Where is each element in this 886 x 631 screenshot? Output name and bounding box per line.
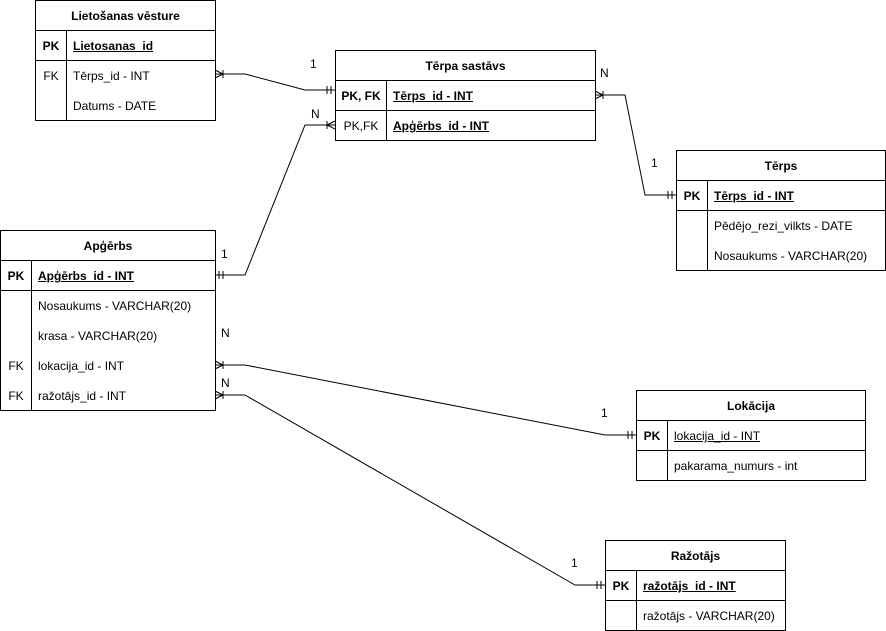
pk-row: PK Lietosanas_id [36, 31, 215, 61]
pk-row: PK,FK Apģērbs_id - INT [336, 111, 595, 141]
entity-terps[interactable]: Tērps PK Tērps_id - INT Pēdējo_rezi_vilk… [676, 150, 886, 271]
attribute: Tērps_id - INT [714, 189, 795, 203]
cardinality-label: 1 [310, 57, 317, 71]
attribute-row: FK ražotājs_id - INT [1, 381, 215, 411]
attribute: Apģērbs_id - INT [393, 119, 490, 133]
attribute: pakarama_numurs - int [674, 459, 798, 473]
rel-terpa-sastavs-terps [595, 94, 676, 196]
entity-lietosanas-vesture[interactable]: Lietošanas vēsture PK Lietosanas_id FK T… [35, 0, 216, 121]
key-label: FK [8, 359, 24, 373]
attribute: lokacija_id - INT [674, 429, 761, 443]
key-label: PK [42, 39, 60, 53]
attribute-row: krasa - VARCHAR(20) [1, 321, 215, 351]
entity-title: Ražotājs [606, 541, 785, 571]
cardinality-label: N [600, 66, 609, 80]
key-label [637, 451, 667, 481]
cardinality-label: N [311, 107, 320, 121]
cardinality-label: N [221, 326, 230, 340]
attribute: ražotājs_id - INT [38, 389, 127, 403]
key-label: FK [8, 389, 24, 403]
pk-row: PK, FK Tērps_id - INT [336, 81, 595, 111]
attribute: lokacija_id - INT [38, 359, 125, 373]
entity-title: Tērps [677, 151, 885, 181]
entity-apgerbs[interactable]: Apģērbs PK Apģērbs_id - INT Nosaukums - … [0, 230, 216, 411]
key-label: PK [7, 269, 25, 283]
cardinality-label: 1 [651, 156, 658, 170]
entity-title: Apģērbs [1, 231, 215, 261]
key-label: PK [612, 579, 630, 593]
attribute: Lietosanas_id [73, 39, 154, 53]
attribute-row: pakarama_numurs - int [637, 451, 865, 481]
pk-row: PK lokacija_id - INT [637, 421, 865, 451]
rel-lietosanas-terpa-sastavs [215, 73, 335, 91]
rel-apgerbs-lokacija [215, 364, 636, 436]
cardinality-label: 1 [571, 556, 578, 570]
key-label [677, 241, 707, 271]
attribute-row: FK lokacija_id - INT [1, 351, 215, 381]
key-label [1, 291, 31, 321]
entity-terpa-sastavs[interactable]: Tērpa sastāvs PK, FK Tērps_id - INT PK,F… [335, 50, 596, 141]
entity-title: Lokācija [637, 391, 865, 421]
attribute-row: FK Tērps_id - INT [36, 61, 215, 91]
attribute: Tērps_id - INT [73, 69, 150, 83]
attribute-row: ražotājs - VARCHAR(20) [606, 601, 785, 631]
attribute: Datums - DATE [73, 99, 157, 113]
entity-title: Lietošanas vēsture [36, 1, 215, 31]
key-label: FK [43, 69, 59, 83]
attribute-row: Pēdējo_rezi_vilkts - DATE [677, 211, 885, 241]
entity-title: Tērpa sastāvs [336, 51, 595, 81]
attribute-row: Nosaukums - VARCHAR(20) [677, 241, 885, 271]
cardinality-label: 1 [601, 406, 608, 420]
entity-razotajs[interactable]: Ražotājs PK ražotājs_id - INT ražotājs -… [605, 540, 786, 631]
attribute: Pēdējo_rezi_vilkts - DATE [714, 219, 853, 233]
attribute: krasa - VARCHAR(20) [38, 329, 158, 343]
cardinality-label: N [221, 376, 230, 390]
key-label [606, 601, 636, 631]
attribute: Apģērbs_id - INT [38, 269, 135, 283]
key-label [677, 211, 707, 241]
attribute: Nosaukums - VARCHAR(20) [714, 249, 868, 263]
key-label: PK,FK [343, 119, 379, 133]
attribute: ražotājs_id - INT [643, 579, 736, 593]
attribute: Nosaukums - VARCHAR(20) [38, 299, 192, 313]
key-label [36, 91, 66, 121]
attribute: Tērps_id - INT [393, 89, 474, 103]
pk-row: PK Apģērbs_id - INT [1, 261, 215, 291]
attribute-row: Nosaukums - VARCHAR(20) [1, 291, 215, 321]
pk-row: PK Tērps_id - INT [677, 181, 885, 211]
rel-apgerbs-razotajs [215, 394, 605, 586]
attribute-row: Datums - DATE [36, 91, 215, 121]
key-label: PK [683, 189, 701, 203]
key-label: PK, FK [341, 89, 381, 103]
entity-lokacija[interactable]: Lokācija PK lokacija_id - INT pakarama_n… [636, 390, 866, 481]
pk-row: PK ražotājs_id - INT [606, 571, 785, 601]
rel-apgerbs-terpa-sastavs [215, 124, 335, 276]
cardinality-label: 1 [221, 247, 228, 261]
key-label [1, 321, 31, 351]
attribute: ražotājs - VARCHAR(20) [643, 609, 775, 623]
key-label: PK [643, 429, 661, 443]
